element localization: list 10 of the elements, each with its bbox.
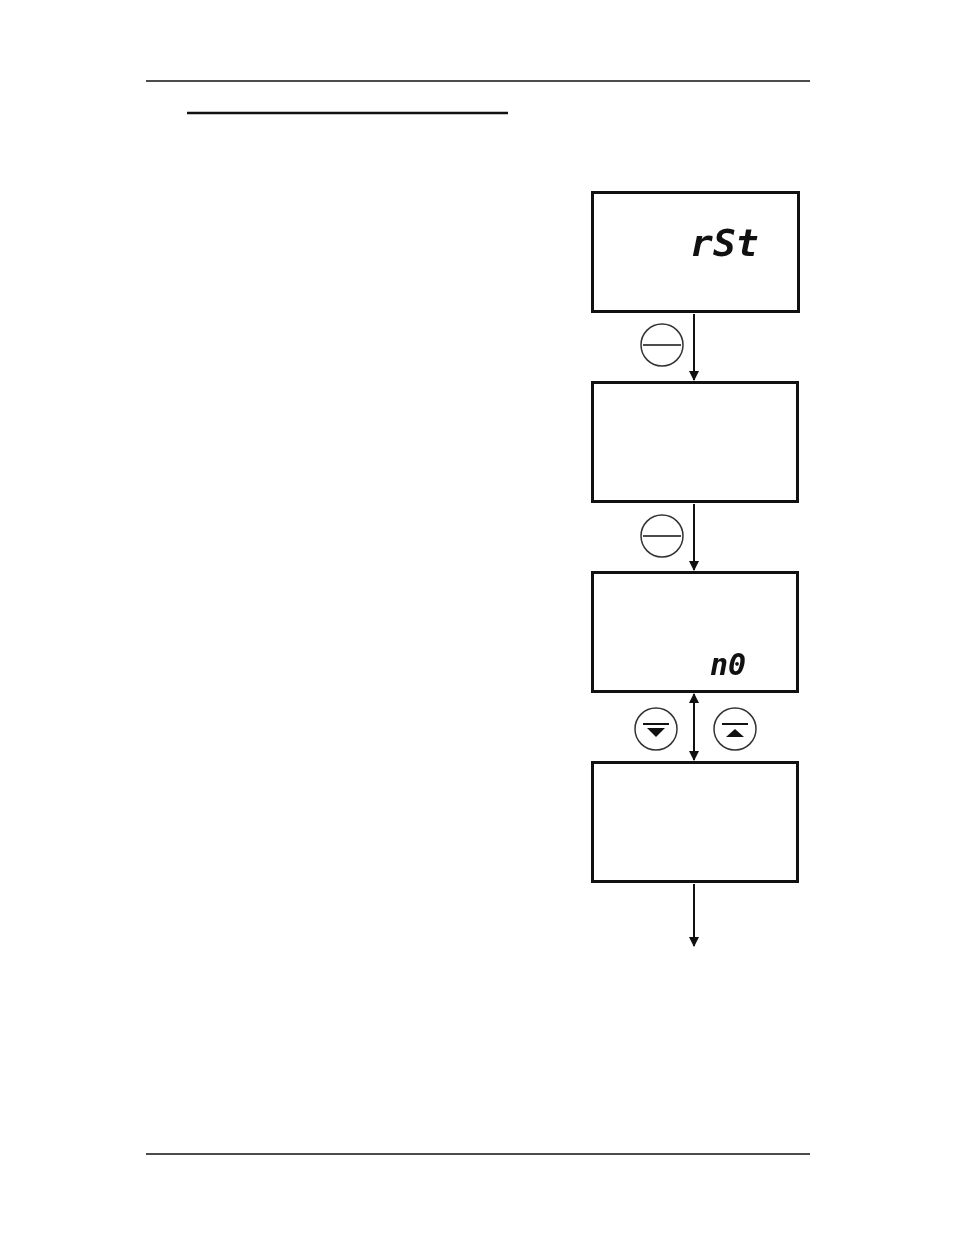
arrow bbox=[689, 693, 699, 761]
arrow bbox=[689, 503, 699, 571]
display-readout: n0 bbox=[710, 650, 747, 680]
arrow bbox=[689, 883, 699, 947]
display-readout: rSt bbox=[690, 224, 759, 262]
display-screen bbox=[591, 381, 799, 503]
arrow bbox=[689, 313, 699, 381]
display-screen bbox=[591, 761, 799, 883]
display-screen bbox=[591, 571, 799, 693]
display-screen bbox=[591, 191, 800, 313]
